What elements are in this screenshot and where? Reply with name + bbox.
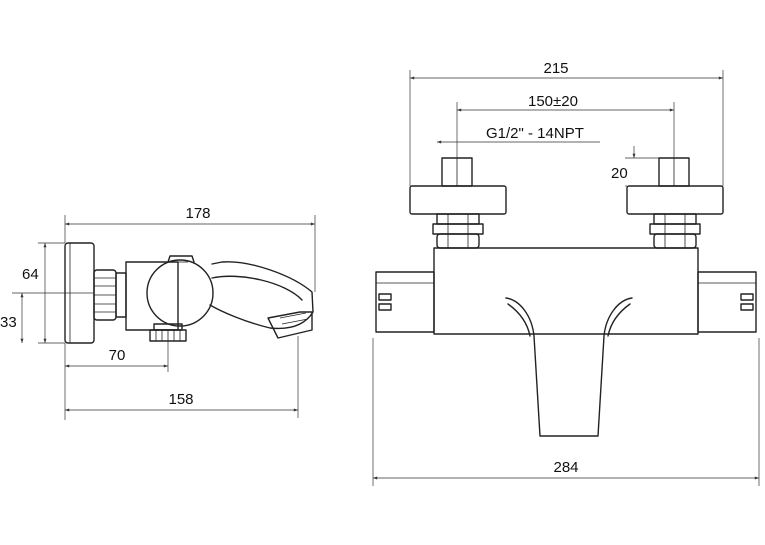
- front-spout: [505, 297, 633, 437]
- dim-70-label: 70: [109, 347, 126, 364]
- side-hex-nut: [93, 269, 127, 321]
- side-dim-158: 158: [65, 336, 299, 418]
- dim-33-label: 33: [0, 314, 17, 331]
- front-left-handle: [375, 271, 435, 333]
- dim-158-label: 158: [168, 391, 193, 408]
- side-knob: [146, 255, 214, 327]
- dim-178-label: 178: [185, 205, 210, 222]
- front-left-escutcheon: [409, 185, 507, 215]
- front-right-escutcheon: [626, 185, 724, 215]
- dim-64-label: 64: [22, 266, 39, 283]
- front-dim-215: 215: [409, 60, 724, 186]
- front-dim-284: 284: [372, 338, 760, 486]
- dim-20-label: 20: [611, 165, 628, 182]
- side-view: 178 64 33 70 158: [0, 205, 316, 420]
- front-body: [433, 247, 699, 335]
- side-spout-outlet: [267, 311, 313, 339]
- front-thread-callout: G1/2" - 14NPT: [437, 125, 600, 144]
- front-right-handle: [697, 271, 757, 333]
- front-right-connector: [626, 157, 724, 249]
- dim-215-label: 215: [543, 60, 568, 77]
- side-body: [125, 261, 179, 331]
- dim-284-label: 284: [553, 459, 578, 476]
- side-spout: [209, 261, 314, 330]
- side-dim-70: 70: [64, 341, 169, 420]
- front-dim-150: 150±20: [456, 93, 675, 158]
- thread-label: G1/2" - 14NPT: [486, 125, 584, 142]
- front-dim-20: 20: [611, 146, 659, 187]
- front-view: 215 150±20 G1/2" - 14NPT 20 284: [372, 60, 760, 486]
- front-left-connector: [409, 157, 507, 249]
- dim-150-label: 150±20: [528, 93, 578, 110]
- side-dim-33: 33: [0, 292, 94, 343]
- side-dim-178: 178: [64, 205, 316, 292]
